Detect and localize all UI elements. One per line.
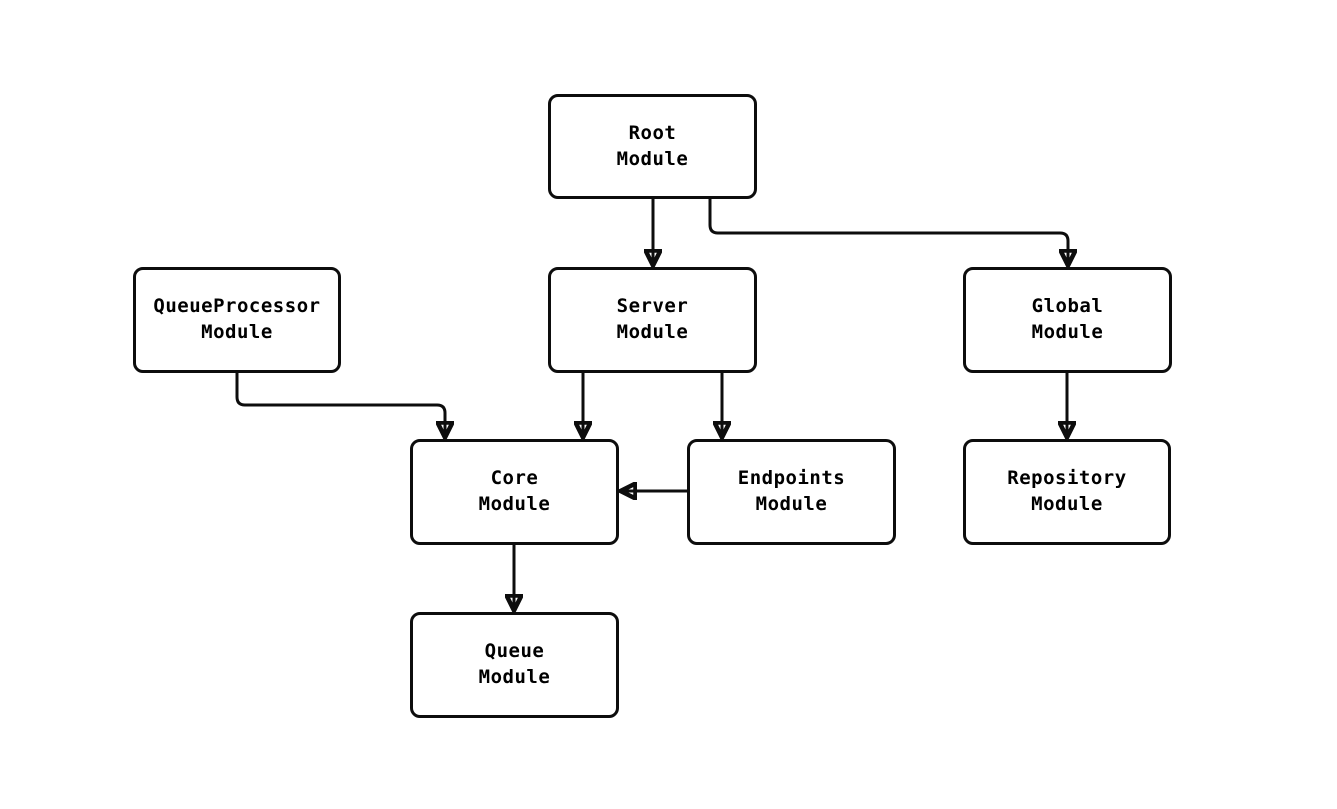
node-repository-module: Repository Module (963, 439, 1171, 545)
node-server-module: Server Module (548, 267, 757, 373)
node-repository-module-label: Repository Module (1007, 467, 1127, 515)
node-core-module: Core Module (410, 439, 619, 545)
node-endpoints-module-label: Endpoints Module (737, 467, 846, 515)
node-server-module-label: Server Module (616, 295, 689, 343)
node-queueprocessor-module: QueueProcessor Module (133, 267, 341, 373)
edge-queueprocessor-to-core (235, 373, 445, 436)
node-endpoints-module: Endpoints Module (687, 439, 896, 545)
node-global-module: Global Module (963, 267, 1172, 373)
node-root-module-label: Root Module (616, 121, 689, 170)
edge-root-to-global (708, 199, 1068, 264)
node-queue-module: Queue Module (410, 612, 619, 718)
node-queueprocessor-module-label: QueueProcessor Module (153, 295, 321, 343)
node-global-module-label: Global Module (1031, 295, 1104, 343)
node-root-module: Root Module (548, 94, 757, 199)
node-queue-module-label: Queue Module (478, 640, 551, 688)
node-core-module-label: Core Module (478, 467, 551, 515)
